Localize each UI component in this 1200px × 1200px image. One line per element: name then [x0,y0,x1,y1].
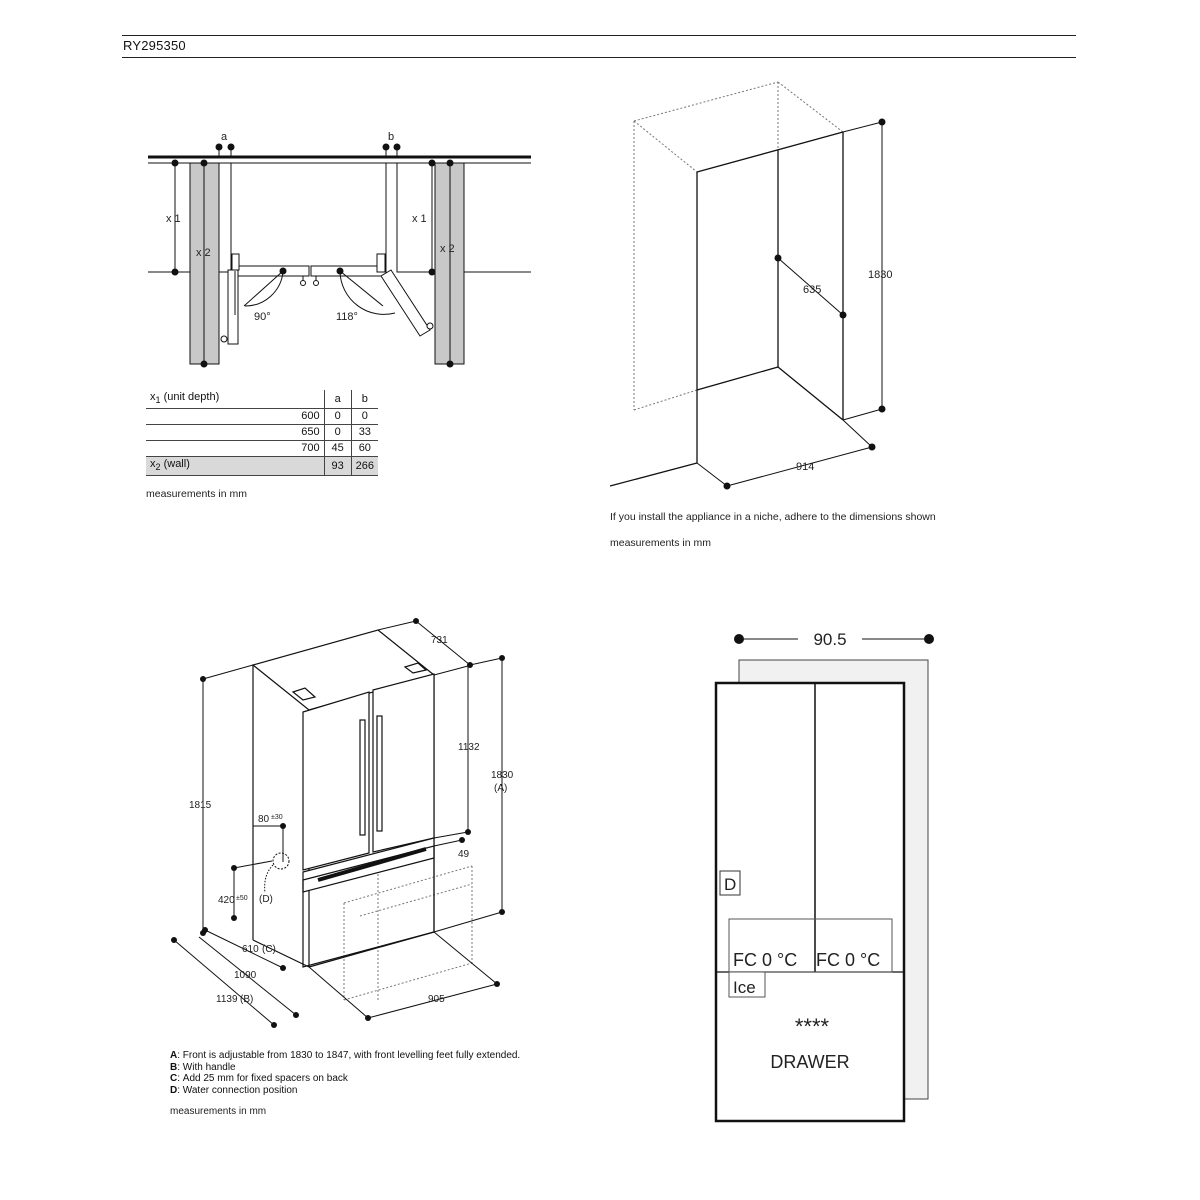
footnotes: A: Front is adjustable from 1830 to 1847… [170,1050,520,1096]
right-door-open [380,269,431,337]
depth-table-header: x1 (unit depth) a b [146,390,378,410]
drawer-label: DRAWER [770,1052,849,1072]
appliance-dimensions-panel: 731 1132 1830 (A) 49 1815 80 ±30 [160,608,560,1048]
niche-caption-units: measurements in mm [610,537,711,549]
dim-1815: 1815 [189,800,212,811]
width-label: 90.5 [813,630,846,649]
ice-maker-box [728,971,766,998]
wall-label: wall [167,458,187,471]
dim-914: 914 [796,461,814,473]
water-connection-icon [272,852,290,870]
table-row: 650 0 33 [146,424,378,442]
label-d: D [724,875,736,894]
dim-420: 420 [218,895,235,906]
model-number: RY295350 [123,38,186,53]
footnote-d: D: Water connection position [170,1084,298,1096]
dim-1139-note: (B) [240,994,253,1005]
dim-1830: 1830 [868,269,892,281]
dim-635: 635 [803,284,821,296]
table-row: 600 0 0 [146,408,378,426]
footnote-a: A: Front is adjustable from 1830 to 1847… [170,1050,521,1061]
appliance-diagram: 731 1132 1830 (A) 49 1815 80 ±30 [171,618,514,1028]
dim-731: 731 [431,635,448,646]
dim-420-tol: ±50 [236,895,248,902]
label-x1-left: x 1 [166,213,181,225]
ice-label: Ice [733,978,756,997]
header-bottom-rule [122,57,1076,58]
col-a: a [323,390,352,410]
label-a: a [221,131,228,143]
caption-bottom-left: measurements in mm [170,1106,267,1117]
dim-1830: 1830 [491,770,514,781]
fc-left: FC 0 °C [733,950,797,970]
label-d-water: (D) [259,894,273,905]
col-b: b [350,390,378,410]
dim-49: 49 [458,849,470,860]
door-clearance-diagram: a b x 1 x 2 x 1 x 2 90° 118° [148,131,531,368]
fc-right: FC 0 °C [816,950,880,970]
table-row: 700 45 60 [146,440,378,458]
niche-panel: 635 1830 914 If you install the applianc… [598,70,1038,585]
caption-top-left: measurements in mm [146,488,247,500]
dim-1090: 1090 [234,970,257,981]
dim-610: 610 [242,944,259,955]
dim-80-tol: ±30 [271,814,283,821]
dim-1139: 1139 [216,994,238,1005]
compartment-layout: 90.5 D FC 0 °C FC 0 °C Ice **** DRAWER [714,630,934,1123]
fridge-outline [714,681,906,1123]
dim-905: 905 [428,994,445,1005]
footnote-c: C: Add 25 mm for fixed spacers on back [170,1073,348,1084]
dim-1132: 1132 [458,742,480,753]
header-top-rule [122,35,1076,36]
niche-diagram: 635 1830 914 [609,81,892,490]
depth-table: x1 (unit depth) a b 600 0 0 650 0 33 700… [146,390,378,477]
freezer-stars: **** [795,1014,830,1039]
label-b: b [388,131,394,143]
dim-80: 80 [258,814,270,825]
angle-118: 118° [336,311,358,323]
footnote-b: B: With handle [170,1061,236,1073]
label-x2-left: x 2 [196,247,211,259]
water-connection-marker [719,870,741,896]
layout-panel: 90.5 D FC 0 °C FC 0 °C Ice **** DRAWER [685,610,945,1150]
table-row-wall: x2 (wall) 93 266 [146,456,378,477]
dim-1830-note: (A) [494,783,507,794]
niche-caption: If you install the appliance in a niche,… [610,511,936,523]
unit-depth-label: unit depth [167,391,216,403]
label-x1-right: x 1 [412,213,427,225]
label-x2-right: x 2 [440,243,455,255]
left-door-open [227,269,239,345]
dim-610-note: (C) [262,944,276,955]
angle-90: 90° [254,311,271,323]
